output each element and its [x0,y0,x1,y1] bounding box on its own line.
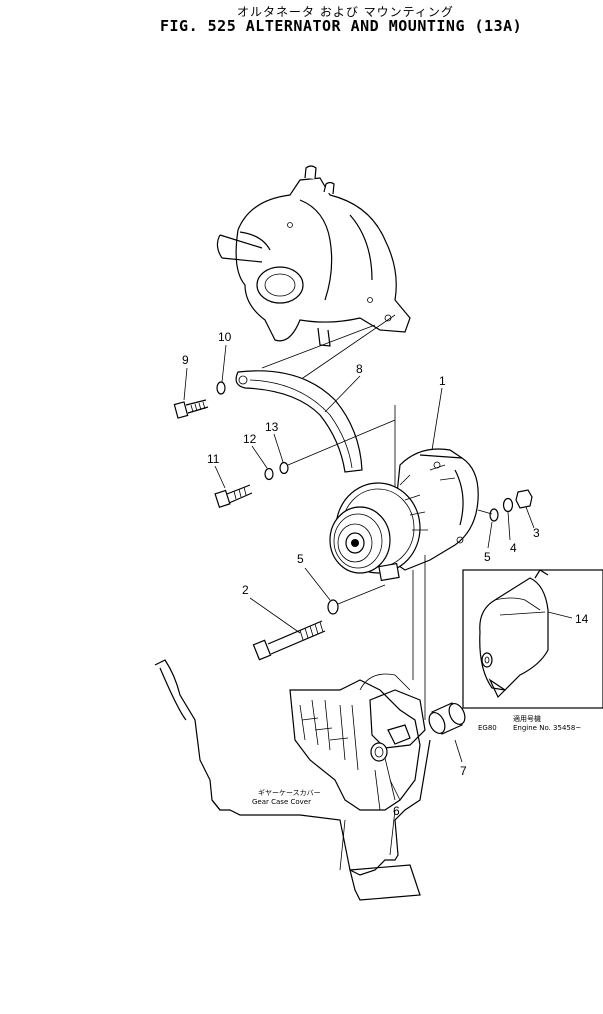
lock-washer-4 [502,497,514,513]
bolt-2 [252,620,326,661]
callout-7: 7 [460,764,467,778]
callout-12: 12 [243,432,257,446]
callout-9: 9 [182,353,189,367]
washer-12 [264,467,274,481]
adjusting-bracket [235,370,363,473]
inset-applicable-label: 適用号機 [513,715,541,723]
gear-case-label-en: Gear Case Cover [252,798,311,806]
callout-2: 2 [242,583,249,597]
inset-engine-number: Engine No. 35458~ [513,724,582,732]
figure-title: FIG. 525 ALTERNATOR AND MOUNTING (13A) [160,17,523,35]
callout-5-left: 5 [297,552,304,566]
callout-14: 14 [575,612,589,626]
gear-case-label-jp: ギヤーケースカバー [258,789,321,797]
washer-13 [279,461,289,475]
washer-10 [216,381,226,395]
washer-5-left [327,599,339,615]
alternator [329,448,479,582]
gear-case-cover [154,659,431,901]
callout-10: 10 [218,330,232,344]
bolt-11 [214,484,253,508]
inset-model: EG80 [478,724,497,732]
callout-4: 4 [510,541,517,555]
callout-13: 13 [265,420,279,434]
nut-3 [515,489,533,509]
callout-leaders [183,344,535,801]
callout-5-right: 5 [484,550,491,564]
callout-11: 11 [207,452,220,466]
callout-8: 8 [356,362,363,376]
inset-box [462,569,603,709]
water-pump-housing [216,165,411,347]
bolt-9 [173,399,209,419]
washer-5-right [489,508,499,522]
callout-6: 6 [393,804,400,818]
title-japanese: オルタネータ および マウンティング [237,5,454,19]
spacer-7 [428,702,466,735]
callout-1: 1 [439,374,446,388]
callout-3: 3 [533,526,540,540]
